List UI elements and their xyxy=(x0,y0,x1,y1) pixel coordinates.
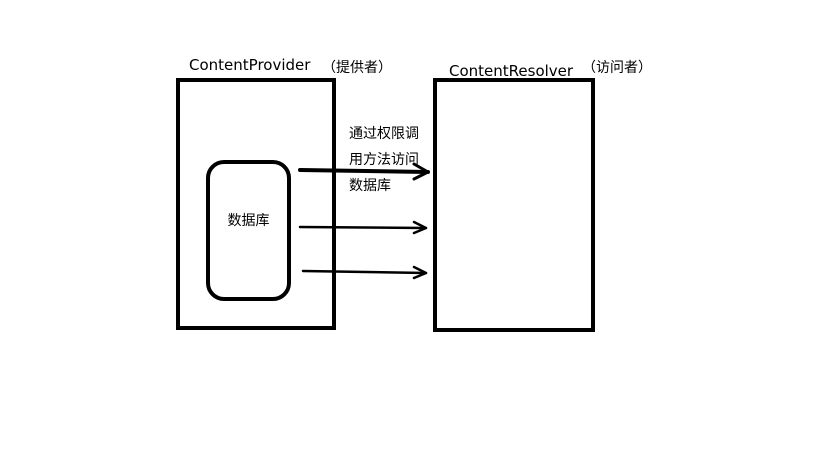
access-note-line-1: 通过权限调 xyxy=(349,126,419,142)
arrow-1 xyxy=(298,162,430,181)
access-note-line-3: 数据库 xyxy=(349,178,391,194)
access-note-line-2: 用方法访问 xyxy=(349,152,419,168)
arrow-2 xyxy=(298,220,428,235)
provider-title: ContentProvider xyxy=(189,56,311,74)
provider-role: （提供者） xyxy=(322,60,392,76)
resolver-title: ContentResolver xyxy=(449,62,574,80)
resolver-role: （访问者） xyxy=(582,60,652,76)
arrow-3 xyxy=(301,265,428,280)
database-box: 数据库 xyxy=(206,160,291,301)
database-label: 数据库 xyxy=(227,213,270,229)
content-resolver-box xyxy=(433,78,595,332)
